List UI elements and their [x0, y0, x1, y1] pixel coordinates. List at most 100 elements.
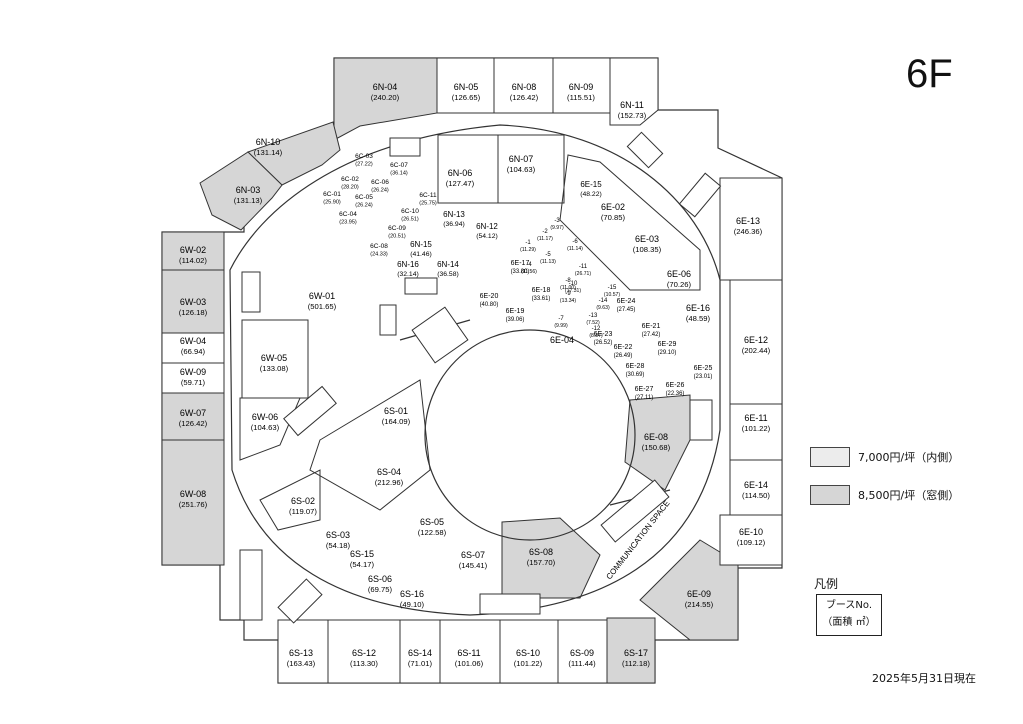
booth-6n-13[interactable]: 6N-13(36.94) — [443, 210, 465, 228]
booth-6e-04[interactable]: 6E-04 — [550, 335, 574, 345]
booth-sub-9[interactable]: -9(13.34) — [560, 291, 576, 304]
booth-6n-16[interactable]: 6N-16(32.14) — [397, 260, 419, 278]
booth-6e-29[interactable]: 6E-29(29.10) — [658, 341, 677, 356]
booth-6e-19[interactable]: 6E-19(39.06) — [506, 308, 525, 323]
booth-6s-05[interactable]: 6S-05(122.58) — [418, 517, 447, 537]
booth-6c-03[interactable]: 6C-03(27.22) — [355, 153, 373, 168]
booth-6e-20[interactable]: 6E-20(40.80) — [480, 293, 499, 308]
booth-6c-09[interactable]: 6C-09(20.51) — [388, 225, 406, 240]
booth-6s-12[interactable]: 6S-12(113.30) — [350, 648, 378, 668]
booth-6w-01[interactable]: 6W-01(501.65) — [308, 291, 337, 311]
booth-6s-08[interactable]: 6S-08(157.70) — [527, 547, 556, 567]
booth-6s-16[interactable]: 6S-16(49.10) — [400, 589, 425, 609]
booth-6c-04[interactable]: 6C-04(23.95) — [339, 211, 357, 226]
booth-6s-09[interactable]: 6S-09(111.44) — [568, 648, 596, 668]
booth-6c-01[interactable]: 6C-01(25.90) — [323, 191, 341, 206]
booth-sub-3[interactable]: -3(9.97) — [550, 218, 564, 231]
booth-6e-08[interactable]: 6E-08(150.68) — [642, 432, 671, 452]
booth-6n-03[interactable]: 6N-03(131.13) — [234, 185, 263, 205]
booth-6c-02[interactable]: 6C-02(28.20) — [341, 176, 359, 191]
booth-6e-21[interactable]: 6E-21(27.42) — [642, 323, 661, 338]
booth-6n-04[interactable]: 6N-04(240.20) — [371, 82, 400, 102]
booth-sub-15[interactable]: -15(10.57) — [604, 285, 620, 298]
booth-6n-07[interactable]: 6N-07(104.63) — [507, 154, 536, 174]
booth-shape-6E-08[interactable] — [624, 394, 691, 491]
booth-6s-02[interactable]: 6S-02(119.07) — [289, 496, 317, 516]
booth-6e-24[interactable]: 6E-24(27.45) — [617, 298, 636, 313]
booth-6s-04[interactable]: 6S-04(212.96) — [375, 467, 404, 487]
booth-6c-11[interactable]: 6C-11(25.75) — [419, 192, 437, 207]
booth-sub-13[interactable]: -13(7.52) — [586, 313, 600, 326]
booth-shape-6S-08[interactable] — [501, 517, 601, 599]
booth-sub-14[interactable]: -14(9.63) — [596, 298, 610, 311]
booth-6w-08[interactable]: 6W-08(251.76) — [179, 489, 208, 509]
booth-6s-06[interactable]: 6S-06(69.75) — [368, 574, 393, 594]
booth-6e-28[interactable]: 6E-28(30.69) — [626, 363, 645, 378]
booth-sub-1[interactable]: -1(11.29) — [520, 240, 536, 253]
booth-6n-06[interactable]: 6N-06(127.47) — [446, 168, 475, 188]
booth-6c-10[interactable]: 6C-10(26.51) — [401, 208, 419, 223]
booth-6e-11[interactable]: 6E-11(101.22) — [742, 413, 771, 433]
booth-shape-6W-08[interactable] — [161, 439, 225, 566]
booth-sub-11[interactable]: -11(26.71) — [575, 264, 591, 277]
booth-6s-03[interactable]: 6S-03(54.18) — [326, 530, 351, 550]
booth-6w-02[interactable]: 6W-02(114.02) — [179, 245, 207, 265]
booth-6s-15[interactable]: 6S-15(54.17) — [350, 549, 375, 569]
booth-6w-04[interactable]: 6W-04(66.94) — [180, 336, 206, 356]
booth-6s-13[interactable]: 6S-13(163.43) — [287, 648, 316, 668]
booth-6s-07[interactable]: 6S-07(145.41) — [459, 550, 488, 570]
booth-6e-10[interactable]: 6E-10(109.12) — [737, 527, 766, 547]
booth-6n-10[interactable]: 6N-10(131.14) — [254, 137, 283, 157]
booth-6s-14[interactable]: 6S-14(71.01) — [408, 648, 433, 668]
booth-6c-07[interactable]: 6C-07(36.14) — [390, 162, 408, 177]
booth-6e-17[interactable]: 6E-17(33.80) — [511, 260, 530, 275]
booth-6n-12[interactable]: 6N-12(54.12) — [476, 222, 498, 240]
booth-6e-02[interactable]: 6E-02(70.85) — [601, 202, 626, 222]
booth-6w-09[interactable]: 6W-09(59.71) — [180, 367, 206, 387]
booth-6e-18[interactable]: 6E-18(33.61) — [532, 287, 551, 302]
booth-6n-15[interactable]: 6N-15(41.46) — [410, 240, 432, 258]
booth-6e-23[interactable]: 6E-23(26.52) — [594, 331, 613, 346]
booth-sub-6[interactable]: -6(11.14) — [567, 239, 583, 252]
booth-shape-6N-03[interactable] — [199, 151, 283, 231]
booth-6w-06[interactable]: 6W-06(104.63) — [251, 412, 280, 432]
booth-sub-10[interactable]: -10(17.31) — [565, 281, 581, 294]
booth-shape-6S-17[interactable] — [606, 617, 656, 684]
booth-6w-05[interactable]: 6W-05(133.08) — [260, 353, 289, 373]
booth-6n-14[interactable]: 6N-14(36.58) — [437, 260, 459, 278]
booth-6e-13[interactable]: 6E-13(246.36) — [734, 216, 763, 236]
booth-6e-22[interactable]: 6E-22(26.49) — [614, 344, 633, 359]
booth-6c-06[interactable]: 6C-06(26.24) — [371, 179, 389, 194]
booth-6e-06[interactable]: 6E-06(70.26) — [667, 269, 692, 289]
booth-6e-15[interactable]: 6E-15(48.22) — [580, 180, 602, 198]
booth-6n-09[interactable]: 6N-09(115.51) — [567, 82, 595, 102]
booth-6s-01[interactable]: 6S-01(164.09) — [382, 406, 411, 426]
booth-6c-08[interactable]: 6C-08(24.33) — [370, 243, 388, 258]
booth-sub-5[interactable]: -5(11.13) — [540, 252, 556, 265]
booth-area: (126.65) — [452, 93, 481, 102]
booth-6e-14[interactable]: 6E-14(114.50) — [742, 480, 770, 500]
booth-sub-2[interactable]: -2(11.17) — [537, 229, 553, 242]
booth-6w-03[interactable]: 6W-03(126.18) — [179, 297, 208, 317]
booth-area: (11.29) — [520, 247, 536, 253]
booth-6s-11[interactable]: 6S-11(101.06) — [455, 648, 484, 668]
booth-sub-7[interactable]: -7(9.99) — [554, 316, 568, 329]
booth-sub-8[interactable]: -8(11.00) — [560, 278, 576, 291]
booth-6e-03[interactable]: 6E-03(108.35) — [633, 234, 662, 254]
booth-6e-16[interactable]: 6E-16(48.59) — [686, 303, 711, 323]
booth-6e-09[interactable]: 6E-09(214.55) — [685, 589, 714, 609]
booth-6e-25[interactable]: 6E-25(23.01) — [694, 365, 713, 380]
booth-6n-05[interactable]: 6N-05(126.65) — [452, 82, 481, 102]
booth-6c-05[interactable]: 6C-05(26.24) — [355, 194, 373, 209]
booth-6e-26[interactable]: 6E-26(22.36) — [666, 382, 685, 397]
booth-6n-11[interactable]: 6N-11(152.73) — [618, 100, 647, 120]
booth-sub-4[interactable]: -4(11.56) — [521, 262, 537, 275]
booth-6s-10[interactable]: 6S-10(101.22) — [514, 648, 543, 668]
booth-6s-17[interactable]: 6S-17(112.18) — [622, 648, 650, 668]
booth-shape-6W-03[interactable] — [161, 269, 225, 334]
booth-6e-12[interactable]: 6E-12(202.44) — [742, 335, 771, 355]
booth-sub-12[interactable]: -12(8.87) — [589, 326, 603, 339]
booth-6w-07[interactable]: 6W-07(126.42) — [179, 408, 208, 428]
booth-6n-08[interactable]: 6N-08(126.42) — [510, 82, 539, 102]
booth-6e-27[interactable]: 6E-27(27.11) — [635, 386, 654, 401]
